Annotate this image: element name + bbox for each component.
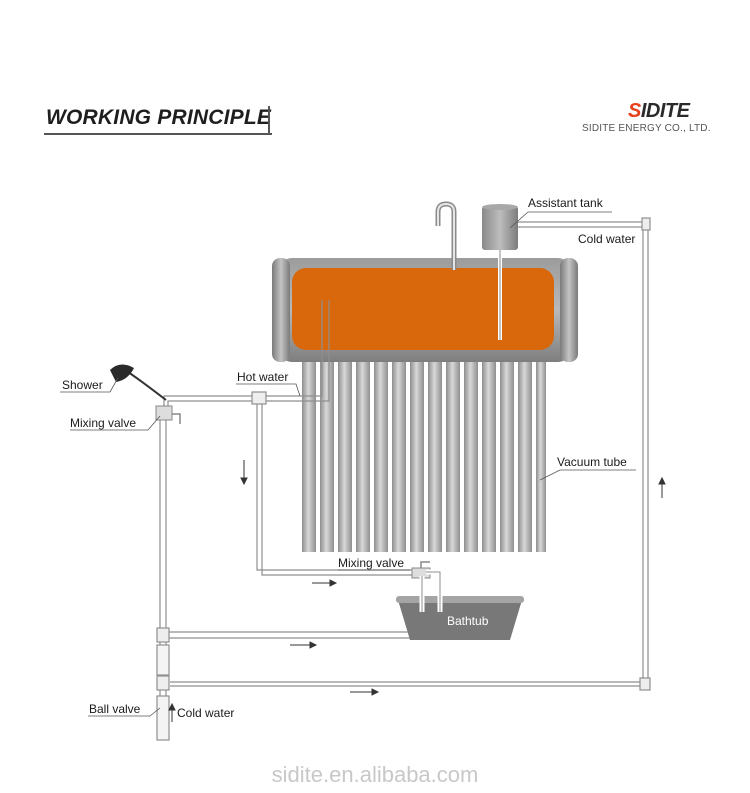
title-underline	[44, 133, 272, 135]
label-ball-valve: Ball valve	[89, 702, 141, 716]
label-bathtub: Bathtub	[447, 614, 489, 628]
company-name: SIDITE ENERGY CO., LTD.	[582, 123, 711, 134]
cold-water-pipe	[170, 217, 651, 691]
watermark: sidite.en.alibaba.com	[271, 762, 479, 787]
water-tank	[272, 258, 578, 362]
bathtub	[396, 596, 524, 640]
page-title: WORKING PRINCIPLE	[46, 106, 272, 129]
vacuum-tubes	[302, 348, 546, 552]
shower-head-icon	[110, 364, 167, 401]
assistant-tank	[482, 204, 518, 250]
brand-logo: SIDITE	[628, 100, 690, 122]
label-assistant-tank: Assistant tank	[528, 196, 603, 210]
label-shower: Shower	[62, 378, 103, 392]
label-mixing-valve-bath: Mixing valve	[338, 556, 405, 570]
title-divider	[268, 106, 270, 135]
label-cold-water-top: Cold water	[578, 232, 636, 246]
label-cold-water-bottom: Cold water	[177, 706, 235, 720]
riser-pipe	[156, 420, 410, 741]
label-vacuum-tube: Vacuum tube	[557, 455, 627, 469]
label-mixing-valve-left: Mixing valve	[70, 416, 137, 430]
label-hot-water: Hot water	[237, 370, 289, 384]
leader-lines	[60, 211, 636, 717]
mixing-valve-bath	[411, 561, 443, 612]
flow-arrows	[168, 460, 666, 722]
